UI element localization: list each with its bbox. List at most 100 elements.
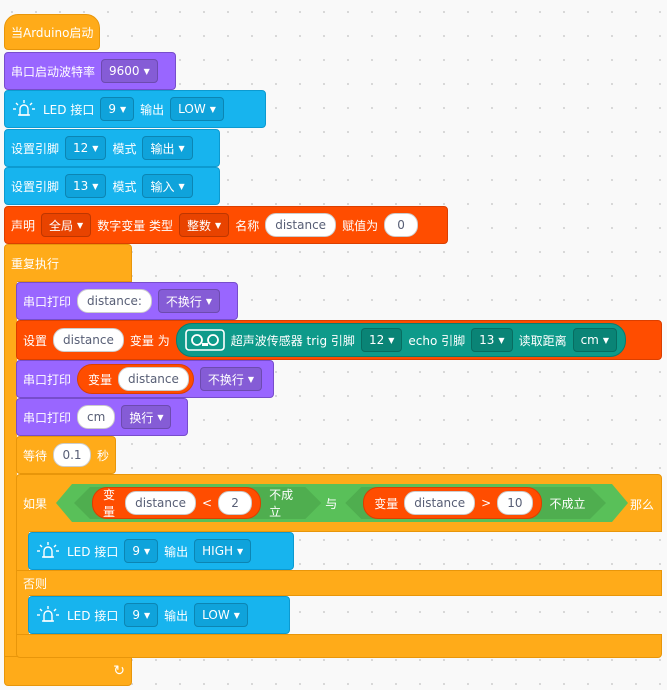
- pin-mode-block-1[interactable]: 设置引脚 12▼ 模式 输出▼: [4, 129, 220, 167]
- newline-mode-value: 不换行: [207, 372, 244, 387]
- variable-name-input[interactable]: distance: [404, 491, 475, 515]
- not-condition-1[interactable]: 变量 distance < 2 不成立: [74, 487, 321, 519]
- if-label: 如果: [23, 496, 48, 511]
- scope-value: 全局: [49, 218, 74, 233]
- chevron-down-icon: ▼: [602, 335, 610, 345]
- type-dropdown[interactable]: 整数▼: [179, 213, 230, 237]
- newline-mode-dropdown[interactable]: 不换行▼: [199, 367, 263, 391]
- and-label: 与: [325, 496, 338, 511]
- output-label: 输出: [164, 608, 189, 623]
- serial-begin-block[interactable]: 串口启动波特率 9600▼: [4, 52, 176, 90]
- chevron-down-icon: ▼: [209, 104, 216, 114]
- print-text-input[interactable]: cm: [77, 405, 116, 429]
- chevron-down-icon: ▼: [92, 143, 99, 153]
- chevron-down-icon: ▼: [143, 66, 150, 76]
- then-label: 那么: [630, 498, 655, 512]
- unit-dropdown[interactable]: cm▼: [572, 328, 618, 352]
- chevron-down-icon: ▼: [215, 220, 222, 230]
- forever-loop-block[interactable]: 重复执行: [4, 244, 132, 282]
- variable-name-input[interactable]: distance: [53, 328, 124, 352]
- trig-pin-value: 12: [368, 333, 385, 347]
- initial-value-input[interactable]: 0: [384, 213, 419, 237]
- variable-name-input[interactable]: distance: [125, 491, 196, 515]
- pin-value: 12: [73, 141, 89, 155]
- led-pin-value: 9: [108, 102, 116, 116]
- read-distance-label: 读取距离: [518, 333, 567, 348]
- newline-mode-value: 不换行: [165, 294, 202, 309]
- led-output-block[interactable]: LED 接口 9▼ 输出 LOW▼: [4, 90, 266, 128]
- baud-rate-dropdown[interactable]: 9600▼: [101, 59, 158, 83]
- compare-value-input[interactable]: 10: [497, 491, 532, 515]
- compare-value-input[interactable]: 2: [218, 491, 252, 515]
- led-output-block-low[interactable]: LED 接口 9▼ 输出 LOW▼: [28, 596, 290, 634]
- sensor-label: 超声波传感器 trig 引脚: [230, 333, 355, 348]
- not-label: 不成立: [549, 496, 586, 511]
- loop-footer[interactable]: ↻: [4, 656, 132, 686]
- declare-variable-block[interactable]: 声明 全局▼ 数字变量 类型 整数▼ 名称 distance 赋值为 0: [4, 206, 448, 244]
- set-variable-block[interactable]: 设置 distance 变量 为 超声波传感器 trig 引脚 12▼ echo…: [16, 320, 662, 360]
- pin-mode-block-2[interactable]: 设置引脚 13▼ 模式 输入▼: [4, 167, 220, 205]
- serial-print-label: 串口打印: [23, 410, 72, 425]
- serial-print-label: 串口打印: [23, 294, 72, 309]
- serial-print-block-3[interactable]: 串口打印 cm 换行▼: [16, 398, 188, 436]
- else-section[interactable]: 否则: [16, 570, 662, 596]
- echo-pin-dropdown[interactable]: 13▼: [471, 328, 513, 352]
- led-pin-value: 9: [132, 544, 140, 558]
- chevron-down-icon: ▼: [143, 610, 151, 620]
- serial-print-block-1[interactable]: 串口打印 distance: 不换行▼: [16, 282, 238, 320]
- name-label: 名称: [235, 218, 260, 233]
- echo-label: echo 引脚: [408, 333, 466, 348]
- variable-name-input[interactable]: distance: [265, 213, 337, 237]
- pin-value: 13: [73, 179, 89, 193]
- type-value: 整数: [187, 218, 212, 233]
- led-level-dropdown[interactable]: HIGH▼: [194, 539, 252, 563]
- output-label: 输出: [164, 544, 189, 559]
- chevron-down-icon: ▼: [178, 143, 185, 153]
- pin-dropdown[interactable]: 12▼: [65, 136, 107, 160]
- serial-print-label: 串口打印: [23, 372, 72, 387]
- else-label: 否则: [23, 576, 48, 591]
- and-condition[interactable]: 变量 distance < 2 不成立 与 变量 distance > 10 不…: [56, 484, 628, 522]
- variable-reporter[interactable]: 变量 distance: [77, 364, 194, 394]
- led-level-value: HIGH: [202, 544, 234, 558]
- led-pin-dropdown[interactable]: 9▼: [124, 603, 159, 627]
- wait-seconds-input[interactable]: 0.1: [53, 443, 91, 467]
- ultrasonic-reporter[interactable]: 超声波传感器 trig 引脚 12▼ echo 引脚 13▼ 读取距离 cm▼: [175, 323, 627, 357]
- variable-name-input[interactable]: distance: [118, 367, 189, 391]
- loop-arrow-icon: ↻: [113, 663, 125, 679]
- setup-hat-label: 当Arduino启动: [11, 25, 94, 40]
- pin-dropdown[interactable]: 13▼: [65, 174, 107, 198]
- set-label: 设置: [23, 333, 48, 348]
- led-level-dropdown[interactable]: LOW▼: [194, 603, 248, 627]
- mode-dropdown[interactable]: 输入▼: [142, 174, 193, 198]
- variable-label: 变量: [103, 488, 116, 519]
- mode-dropdown[interactable]: 输出▼: [142, 136, 193, 160]
- led-output-block-high[interactable]: LED 接口 9▼ 输出 HIGH▼: [28, 532, 294, 570]
- print-text-input[interactable]: distance:: [77, 289, 152, 313]
- pin-mode-label: 设置引脚: [11, 141, 60, 156]
- chevron-down-icon: ▼: [119, 104, 127, 114]
- comparison-reporter-1[interactable]: 变量 distance < 2: [92, 487, 261, 519]
- not-condition-2[interactable]: 变量 distance > 10 不成立: [345, 487, 606, 519]
- mode-value: 输入: [150, 179, 175, 194]
- chevron-down-icon: ▼: [157, 412, 164, 422]
- newline-mode-dropdown[interactable]: 换行▼: [121, 405, 172, 429]
- else-mouth-arm: [16, 595, 29, 635]
- scope-dropdown[interactable]: 全局▼: [41, 213, 92, 237]
- wait-block[interactable]: 等待 0.1 秒: [16, 436, 116, 474]
- comparison-reporter-2[interactable]: 变量 distance > 10: [363, 487, 541, 519]
- led-level-dropdown[interactable]: LOW▼: [170, 97, 224, 121]
- if-mouth-arm: [16, 531, 29, 571]
- baud-rate-value: 9600: [109, 64, 140, 78]
- if-else-footer[interactable]: [16, 634, 662, 658]
- not-label: 不成立: [269, 488, 294, 519]
- trig-pin-dropdown[interactable]: 12▼: [360, 328, 403, 352]
- newline-mode-dropdown[interactable]: 不换行▼: [157, 289, 221, 313]
- arduino-setup-hat-block[interactable]: 当Arduino启动: [4, 14, 100, 50]
- as-label: 变量 为: [129, 333, 170, 348]
- chevron-down-icon: ▼: [498, 335, 505, 345]
- echo-pin-value: 13: [479, 333, 495, 347]
- led-pin-dropdown[interactable]: 9▼: [100, 97, 135, 121]
- led-pin-dropdown[interactable]: 9▼: [124, 539, 159, 563]
- serial-print-block-2[interactable]: 串口打印 变量 distance 不换行▼: [16, 360, 274, 398]
